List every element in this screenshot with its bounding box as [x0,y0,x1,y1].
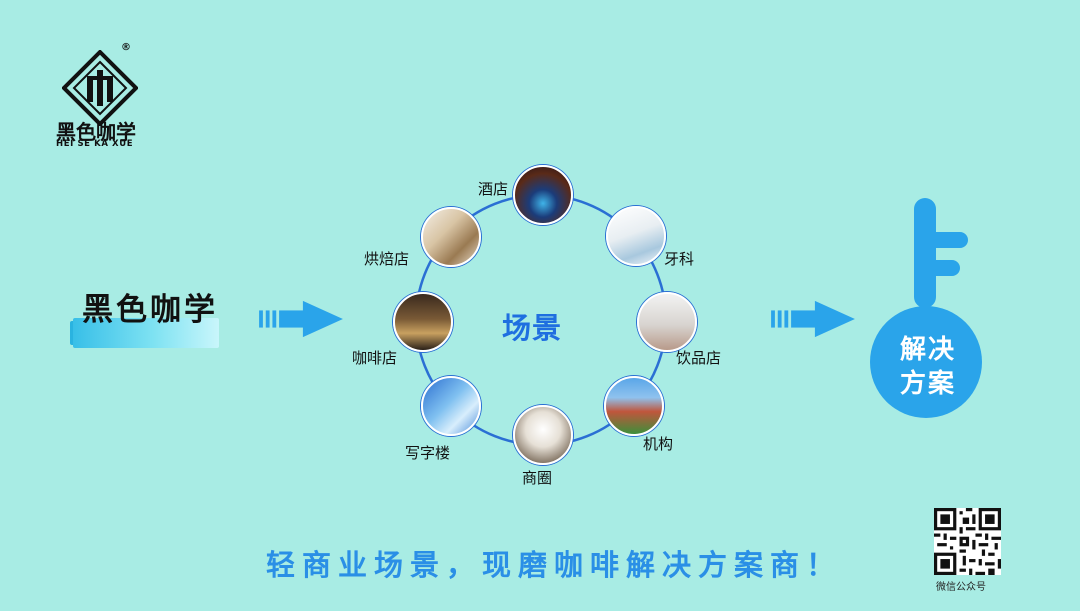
brand-logo [56,42,151,152]
qr-code-icon[interactable] [934,508,1001,575]
key-label-line2: 方案 [899,369,956,399]
key-icon [870,198,982,418]
node-label-mall: 商圈 [522,469,553,487]
logo-name-cn: 黑色咖学 [56,120,136,144]
node-label-bakery: 烘焙店 [364,250,410,268]
registered-mark: ® [121,42,131,53]
scene-node-hotel [513,165,573,225]
brand-text: 黑色咖学 [82,292,218,328]
slogan: 轻商业场景，现磨咖啡解决方案商！ [266,548,843,582]
key-label: 解决 方案 [872,333,984,401]
scene-node-office-building [421,376,481,436]
node-label-hotel: 酒店 [478,180,509,198]
node-label-office-building: 写字楼 [405,444,451,462]
center-label: 场景 [502,311,563,345]
scene-node-coffee-shop [393,292,453,352]
logo-diamond-icon [62,50,138,126]
arrow-right-icon [771,300,855,338]
qr-label: 微信公众号 [936,582,986,593]
node-label-dentist: 牙科 [664,250,695,268]
scene-node-institution [604,376,664,436]
node-label-drink-shop: 饮品店 [676,349,722,367]
scene-node-dentist [606,206,666,266]
scene-node-bakery [421,207,481,267]
arrow-right-icon [259,300,343,338]
node-label-institution: 机构 [643,435,674,453]
logo-name-en: HEI SE KA XUE [56,139,134,149]
scene-node-mall [513,405,573,465]
scene-node-drink-shop [637,292,697,352]
node-label-coffee-shop: 咖啡店 [352,349,398,367]
brand-ribbon [73,318,219,348]
key-label-line1: 解决 [899,335,956,365]
